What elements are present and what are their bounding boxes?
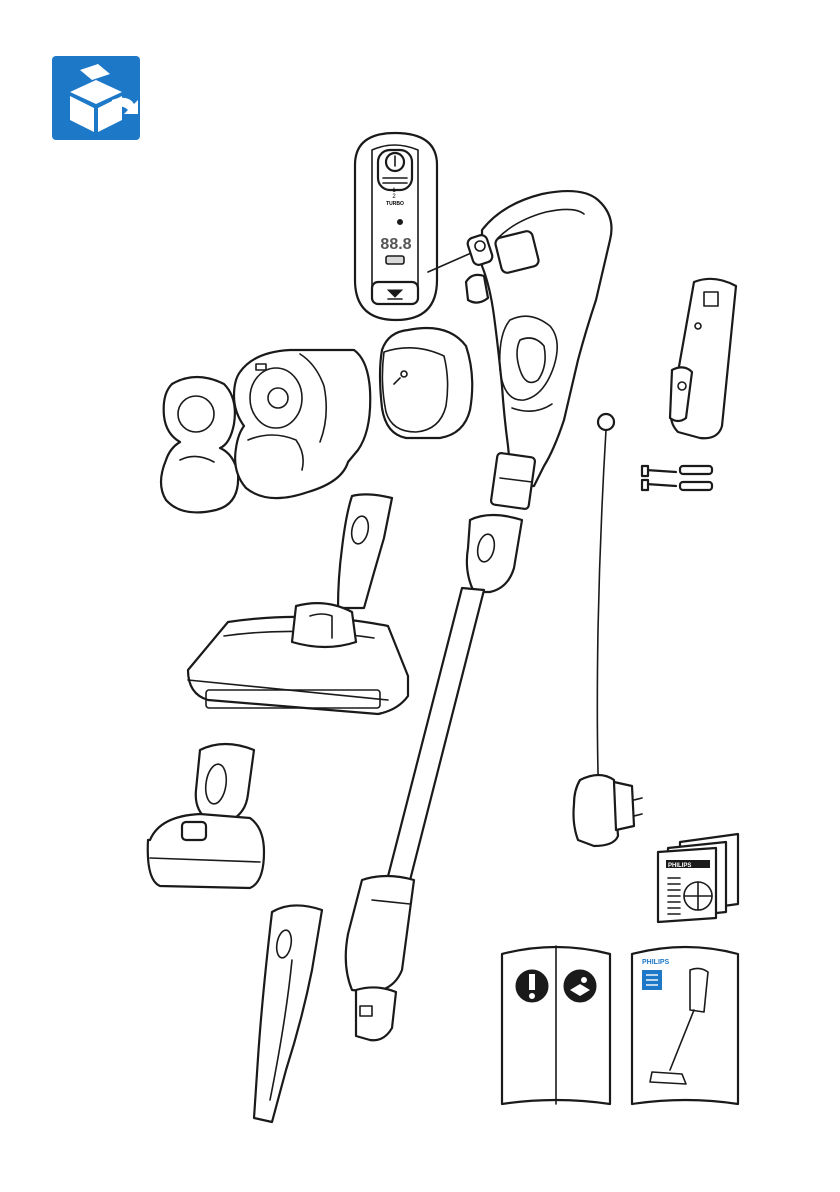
electric-floor-nozzle: [188, 494, 408, 714]
turbo-label: TURBO: [386, 201, 404, 207]
handle-control-panel-closeup: 1 2 TURBO 88.8: [355, 133, 478, 320]
crevice-tool: [254, 905, 322, 1122]
screws-and-wall-plugs: [642, 466, 712, 490]
dust-container-lid: [161, 377, 238, 512]
main-handle-unit: [466, 191, 612, 509]
extension-tube: [346, 515, 522, 1040]
charging-adapter: [574, 414, 643, 846]
wall-mount-bracket: [670, 279, 736, 438]
motor-filter: [380, 328, 472, 438]
battery-digits-display: 88.8: [380, 236, 411, 253]
user-manual-brand: PHILIPS: [642, 959, 670, 966]
quick-start-leaflet: PHILIPS: [658, 834, 738, 922]
user-manual-booklet: PHILIPS: [632, 947, 738, 1104]
unpack-box-icon: [52, 56, 140, 140]
important-safety-leaflet: [502, 946, 610, 1104]
dust-container: [234, 350, 370, 498]
quick-start-brand: PHILIPS: [668, 863, 691, 869]
mini-turbo-brush: [148, 744, 264, 888]
